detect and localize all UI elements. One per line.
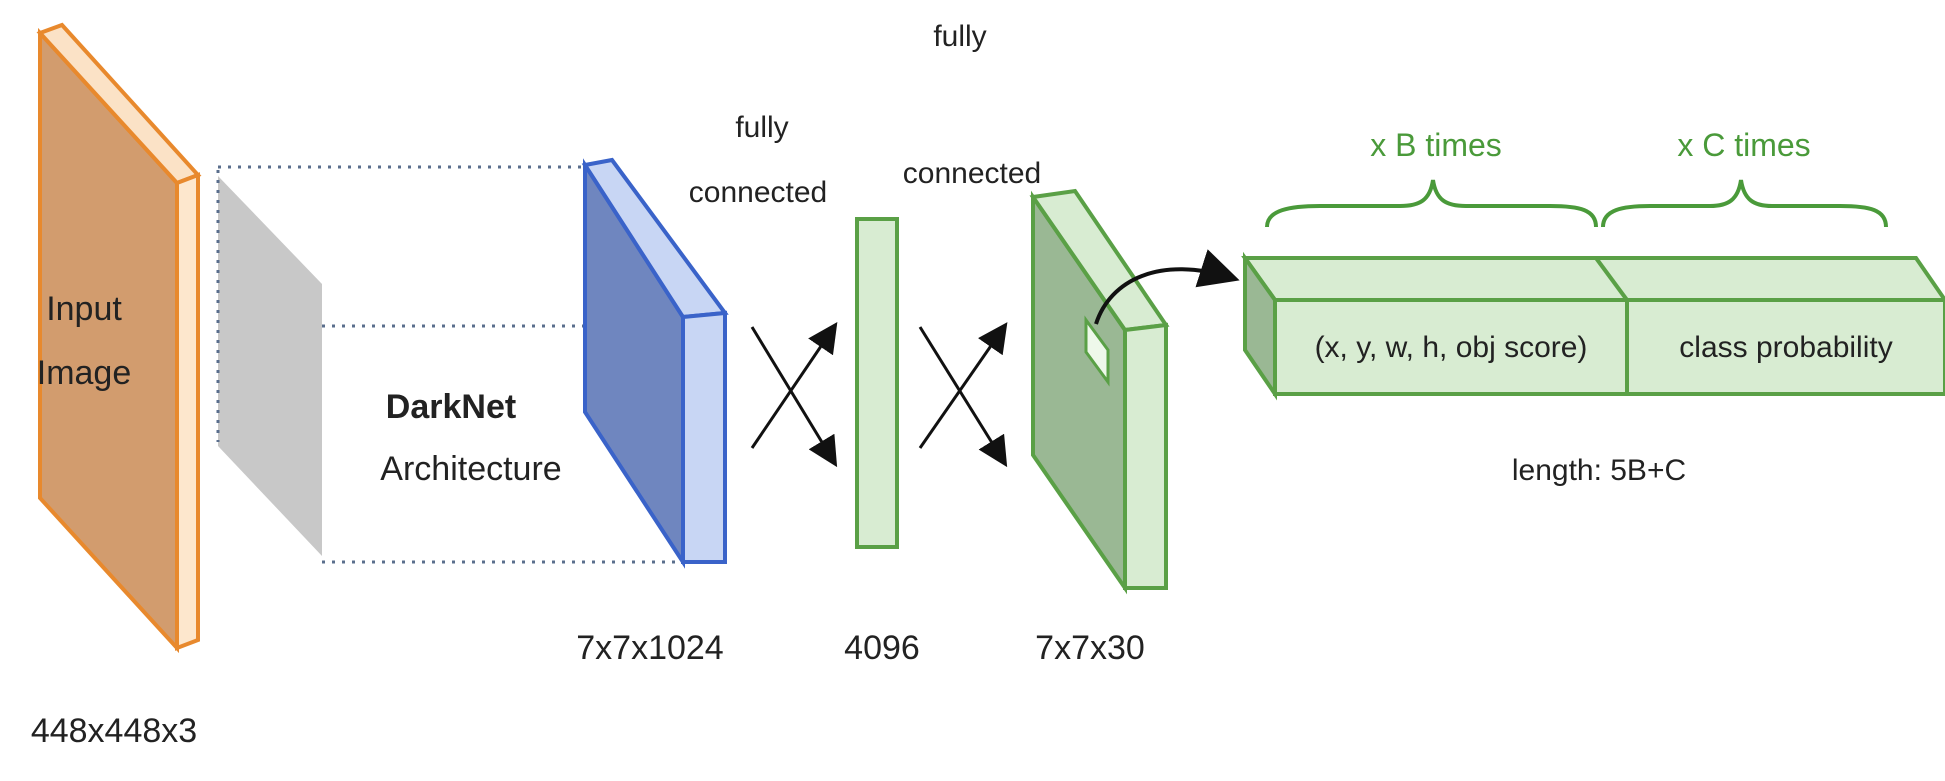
- feature-map-dims: 7x7x1024: [576, 629, 723, 667]
- b-times-brace: [1265, 179, 1598, 228]
- dense-vector-dims: 4096: [844, 629, 920, 667]
- input-image-block: [36, 22, 202, 654]
- input-dims-label: 448x448x3: [31, 712, 197, 750]
- output-vector-top: [1241, 256, 1945, 302]
- c-times-label: x C times: [1677, 127, 1810, 163]
- dense-vector-bar: [855, 217, 899, 549]
- class-segment: [1625, 298, 1945, 396]
- fc1-label-line2: connected: [689, 176, 827, 209]
- input-image-face: [38, 27, 179, 654]
- input-image-label-line2: Image: [37, 354, 132, 392]
- vector-length-label: length: 5B+C: [1512, 454, 1686, 487]
- output-tensor-block: [1029, 188, 1170, 595]
- cell-to-vector-arrow: [1094, 249, 1240, 325]
- fc2-arrow-up: [918, 322, 1008, 449]
- fc1-cross-arrows: [750, 322, 838, 468]
- feature-map-side: [681, 310, 727, 564]
- darknet-subtitle: Architecture: [380, 450, 561, 488]
- fc1-arrow-up: [750, 322, 838, 449]
- bbox-segment: [1273, 298, 1629, 396]
- fc2-label-line1: fully: [933, 20, 986, 53]
- output-tensor-dims: 7x7x30: [1035, 629, 1145, 667]
- fc1-label-line1: fully: [735, 111, 788, 144]
- b-times-label: x B times: [1370, 127, 1502, 163]
- c-times-brace: [1601, 179, 1888, 228]
- fc2-arrow-down: [918, 326, 1008, 468]
- class-segment-label: class probability: [1679, 331, 1892, 364]
- fc1-arrow-down: [750, 326, 838, 468]
- darknet-projection: [216, 165, 690, 564]
- fc2-cross-arrows: [918, 322, 1008, 468]
- output-cell-highlight: [1084, 315, 1110, 387]
- output-tensor-side: [1123, 322, 1168, 590]
- feature-map-block: [581, 157, 729, 569]
- bbox-segment-label: (x, y, w, h, obj score): [1315, 331, 1588, 364]
- output-vector: [1241, 251, 1945, 401]
- input-image-label-line1: Input: [46, 290, 122, 328]
- top-divider: [1594, 256, 1629, 302]
- darknet-title: DarkNet: [386, 388, 516, 426]
- darknet-gray-plane: [218, 176, 322, 556]
- fc2-label-line2: connected: [903, 157, 1041, 190]
- input-image-side: [175, 172, 200, 651]
